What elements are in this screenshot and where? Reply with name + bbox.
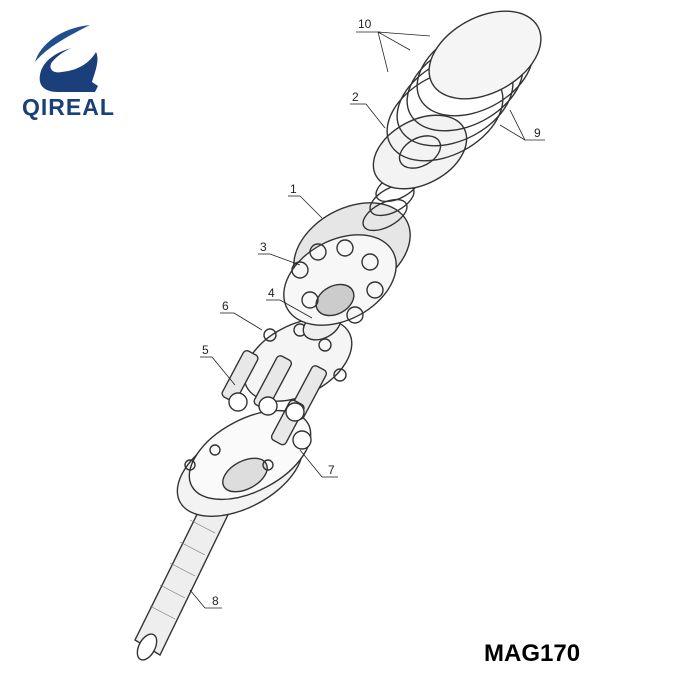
part-8-shaft <box>134 477 241 661</box>
leader-lines <box>189 31 545 609</box>
label-3: 3 <box>260 240 267 254</box>
part-labels: 10 2 9 1 3 4 6 5 7 8 <box>202 17 541 608</box>
part-3-valve-plate <box>283 234 397 326</box>
part-5-pistons <box>221 349 328 450</box>
label-7: 7 <box>328 463 335 477</box>
label-4: 4 <box>268 286 275 300</box>
logo-text: QIREAL <box>22 94 115 120</box>
label-2: 2 <box>352 90 359 104</box>
label-1: 1 <box>290 182 297 196</box>
logo-mark <box>35 25 98 92</box>
model-label: MAG170 <box>484 640 581 667</box>
part-9-10-friction-discs <box>386 10 542 162</box>
label-8: 8 <box>212 594 219 608</box>
label-6: 6 <box>222 299 229 313</box>
label-9: 9 <box>534 126 541 140</box>
label-10: 10 <box>358 17 372 31</box>
label-5: 5 <box>202 343 209 357</box>
